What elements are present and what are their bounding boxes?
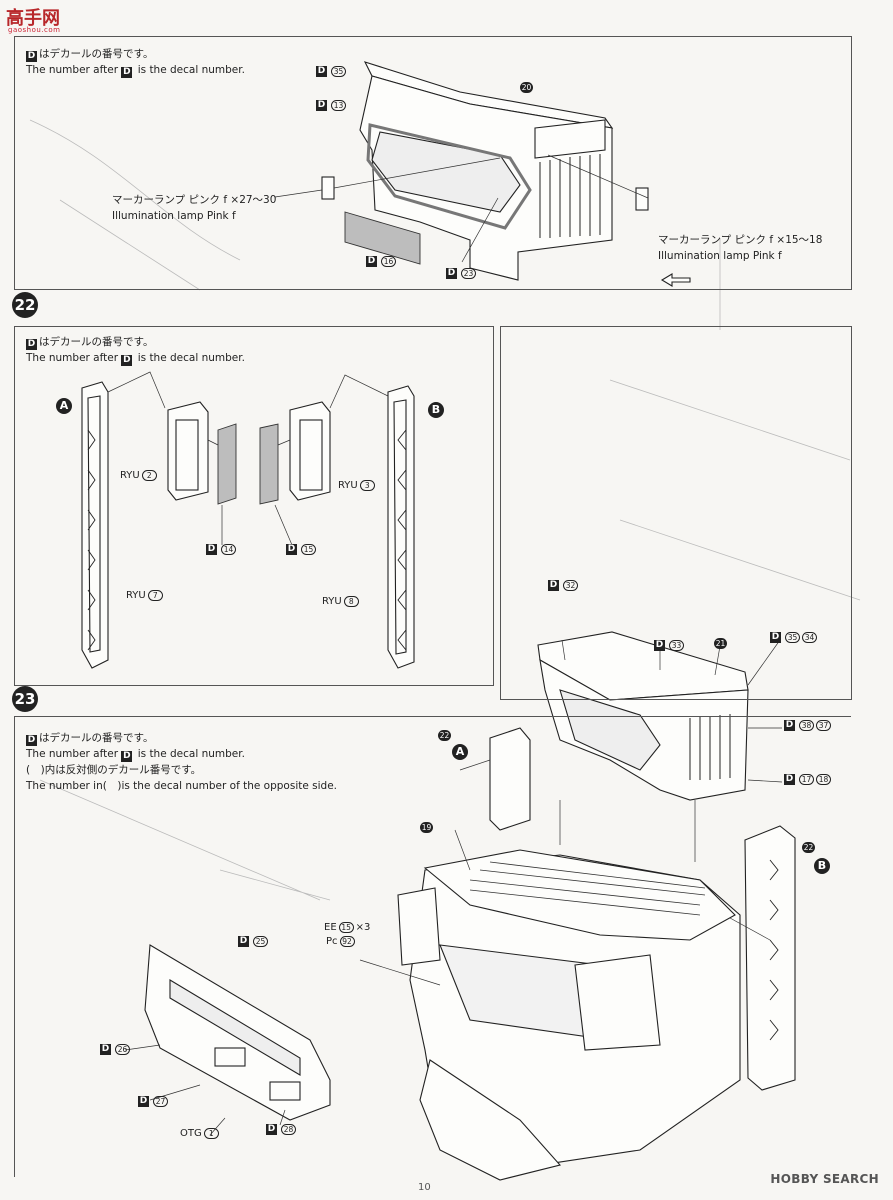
step22-light-bar-left: [81, 381, 109, 669]
decal-d-icon: D: [121, 751, 133, 762]
step23-part-19: 19: [420, 822, 433, 833]
page-number: 10: [418, 1182, 431, 1193]
opposite-note-en: The number in( )is the decal number of t…: [26, 780, 338, 792]
site-logo-sub: gaoshou.com: [8, 26, 61, 34]
decal-d-icon: D: [26, 51, 37, 62]
step23-number: 23: [12, 686, 38, 712]
front-bumper: [144, 944, 331, 1121]
hobby-search-watermark: HOBBY SEARCH: [770, 1172, 879, 1186]
decal-d-icon: D: [26, 339, 37, 350]
step23-marker-a: A: [452, 744, 468, 760]
step22-marker-b: B: [428, 402, 444, 418]
decal-d-icon: D: [26, 735, 37, 746]
step22-number: 22: [12, 292, 38, 318]
step23-side-panel: [500, 326, 852, 700]
step21-panel: [14, 36, 852, 290]
truck-cab: [397, 849, 741, 1169]
decal-d-icon: D: [121, 355, 133, 366]
decal-d-icon: D: [121, 67, 133, 78]
decal-note-en: The number after D is the decal number.: [26, 64, 245, 78]
step23-part-21: 21: [714, 638, 727, 649]
step22-light-bar-right: [387, 385, 415, 669]
opposite-note-jp: ( )内は反対側のデカール番号です。: [26, 764, 202, 776]
step23-ref-22b: 22: [802, 842, 815, 853]
step23-panel: [14, 716, 851, 1177]
lamp-right-label: マーカーランプ ピンク f ×15〜18 Illumination lamp P…: [658, 234, 823, 262]
step23-ref-22a: 22: [438, 730, 451, 741]
step23-lamp-housing: [537, 631, 749, 801]
lamp-left-label: マーカーランプ ピンク f ×27〜30 Illumination lamp P…: [112, 194, 277, 222]
decal-note-en: The number after D is the decal number.: [26, 748, 245, 762]
site-logo: 高手网: [6, 8, 60, 29]
decal-note-en: The number after D is the decal number.: [26, 352, 245, 366]
step22-panel: [14, 326, 494, 686]
step22-marker-a: A: [56, 398, 72, 414]
step23-marker-b: B: [814, 858, 830, 874]
step21-part-20: 20: [520, 82, 533, 93]
